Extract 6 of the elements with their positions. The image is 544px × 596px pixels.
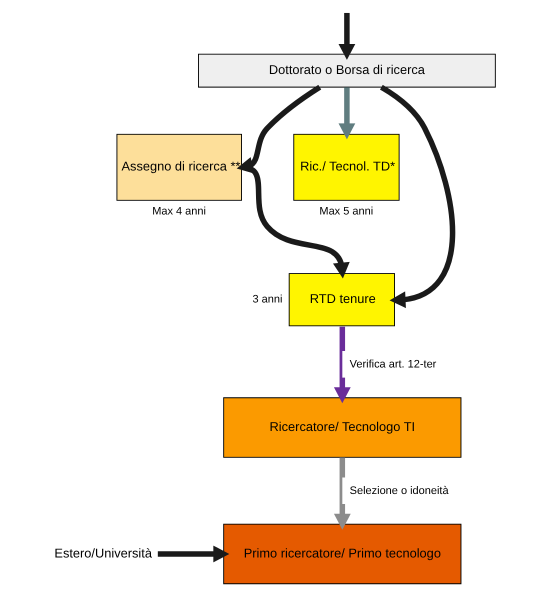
node-text: Estero/Università [54, 545, 152, 560]
node-label: 3 anni [252, 294, 282, 306]
node-label: Max 5 anni [319, 206, 374, 218]
edge-label: Selezione o idoneità [350, 485, 449, 498]
edge-label: Verifica art. 12-ter [350, 358, 436, 371]
node-label: Max 4 anni [152, 206, 206, 218]
